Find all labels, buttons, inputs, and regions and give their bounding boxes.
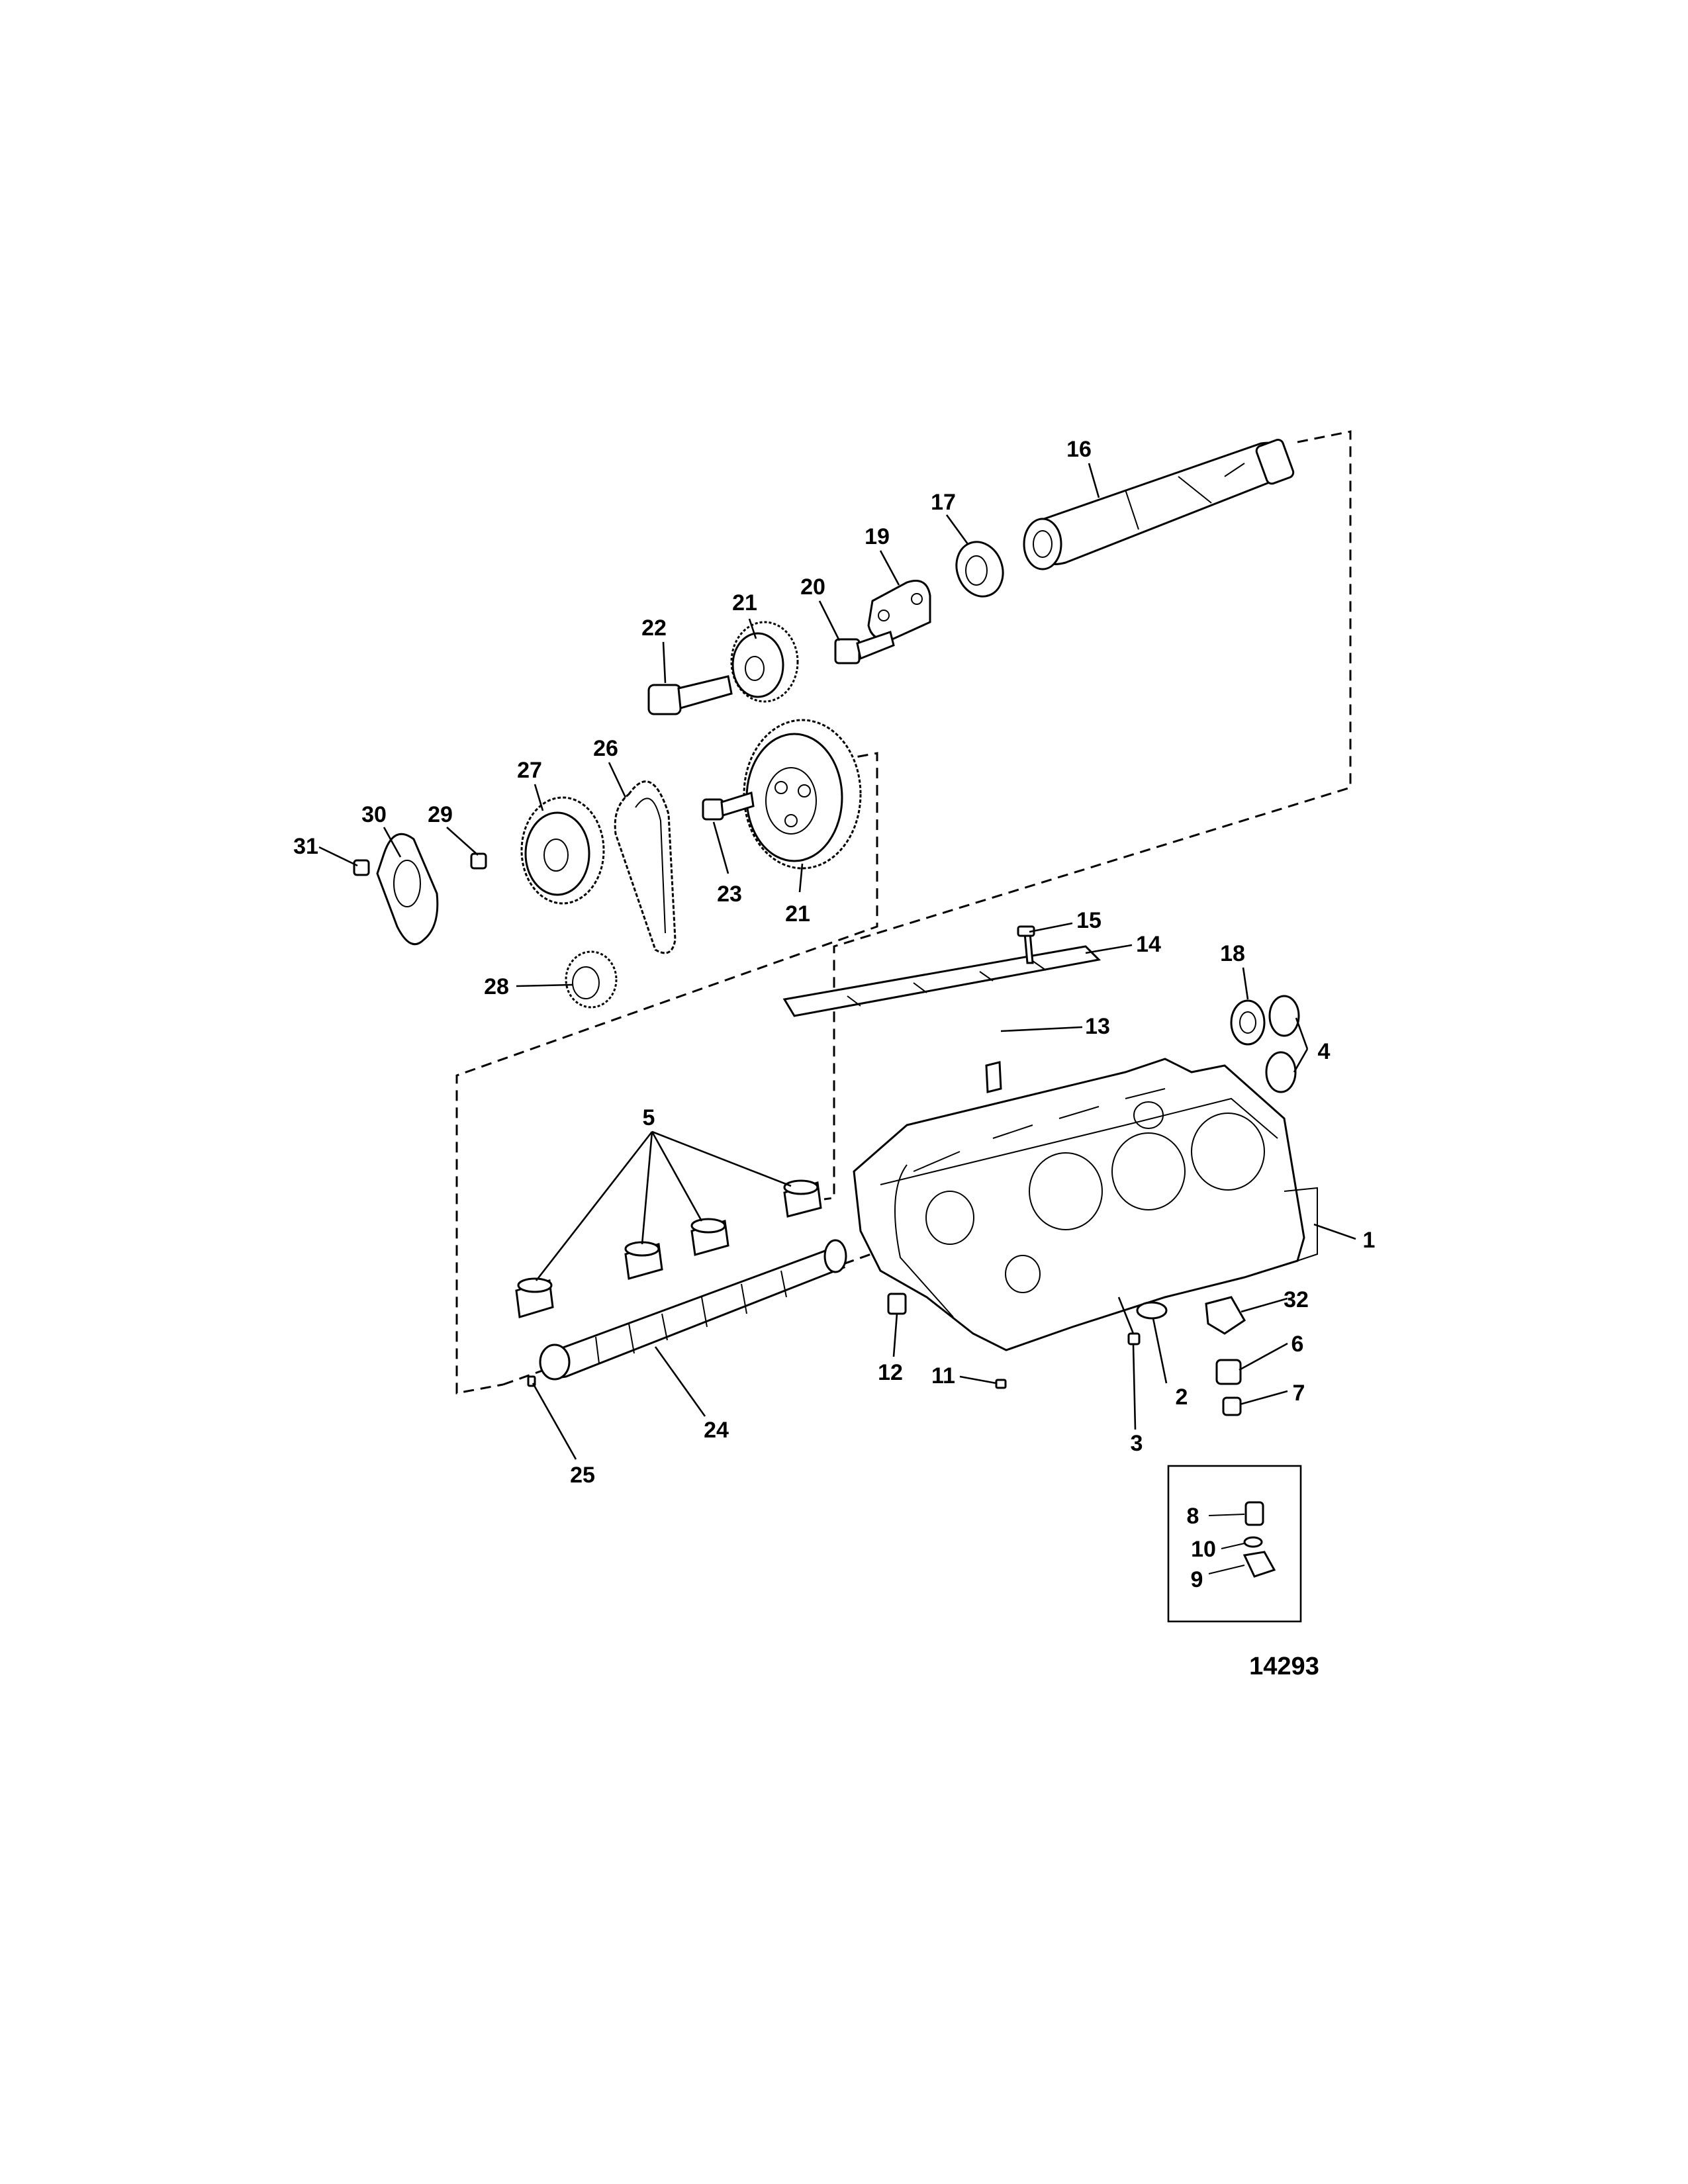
callout-16: 16 xyxy=(1066,437,1092,462)
callout-23: 23 xyxy=(717,882,742,907)
callout-29: 29 xyxy=(428,802,453,827)
callout-21-bottom: 21 xyxy=(785,901,810,927)
callout-15: 15 xyxy=(1076,908,1102,933)
callout-31: 31 xyxy=(293,834,318,859)
callout-4: 4 xyxy=(1318,1039,1331,1064)
bolt-29 xyxy=(470,852,487,870)
balance-shaft-gear-drive xyxy=(743,719,862,870)
bolt-22 xyxy=(647,675,733,715)
callout-12: 12 xyxy=(878,1360,903,1385)
callout-21-top: 21 xyxy=(732,590,757,615)
lifter-guide-retainer xyxy=(782,925,1102,1093)
callout-27: 27 xyxy=(517,758,542,783)
callout-5: 5 xyxy=(643,1105,655,1130)
callout-6: 6 xyxy=(1291,1332,1304,1357)
callout-8: 8 xyxy=(1187,1504,1199,1529)
callout-10: 10 xyxy=(1191,1537,1216,1562)
balance-shaft xyxy=(1023,439,1295,570)
camshaft-sprocket xyxy=(520,796,605,905)
leader-lines xyxy=(318,463,1356,1574)
callout-2: 2 xyxy=(1176,1385,1188,1410)
callout-25: 25 xyxy=(570,1463,595,1488)
callout-9: 9 xyxy=(1191,1567,1203,1592)
cam-bearings xyxy=(515,1179,822,1318)
engine-block xyxy=(853,1058,1318,1351)
inset-detail xyxy=(1167,1465,1302,1623)
callout-14: 14 xyxy=(1136,932,1161,957)
callout-18: 18 xyxy=(1220,941,1245,966)
crankshaft-sprocket xyxy=(565,950,618,1009)
retainer-plate xyxy=(867,580,931,641)
timing-chain xyxy=(614,780,677,954)
thrust-plate xyxy=(376,833,439,946)
callout-1: 1 xyxy=(1363,1228,1376,1253)
callout-28: 28 xyxy=(484,974,509,999)
callout-labels: 16 17 19 20 21 22 27 26 29 30 31 23 21 2… xyxy=(293,437,1375,1592)
callout-3: 3 xyxy=(1131,1431,1143,1456)
screw-31 xyxy=(353,859,370,876)
callout-32: 32 xyxy=(1284,1287,1309,1312)
rear-seals xyxy=(1230,995,1300,1093)
callout-26: 26 xyxy=(593,736,618,761)
callout-24: 24 xyxy=(704,1418,729,1443)
callout-17: 17 xyxy=(931,490,956,515)
bolt-20 xyxy=(834,631,895,664)
callout-13: 13 xyxy=(1085,1014,1110,1039)
callout-7: 7 xyxy=(1293,1381,1305,1406)
figure-number: 14293 xyxy=(1249,1653,1319,1680)
balance-shaft-gear-driven xyxy=(730,621,799,703)
bolt-23 xyxy=(702,792,755,821)
callout-20: 20 xyxy=(800,574,825,600)
callout-30: 30 xyxy=(361,802,387,827)
camshaft xyxy=(539,1239,847,1381)
callout-11: 11 xyxy=(931,1363,955,1388)
balance-shaft-bearing xyxy=(955,541,1004,598)
callout-19: 19 xyxy=(865,524,890,549)
callout-22: 22 xyxy=(641,615,667,641)
small-parts xyxy=(527,1293,1246,1416)
